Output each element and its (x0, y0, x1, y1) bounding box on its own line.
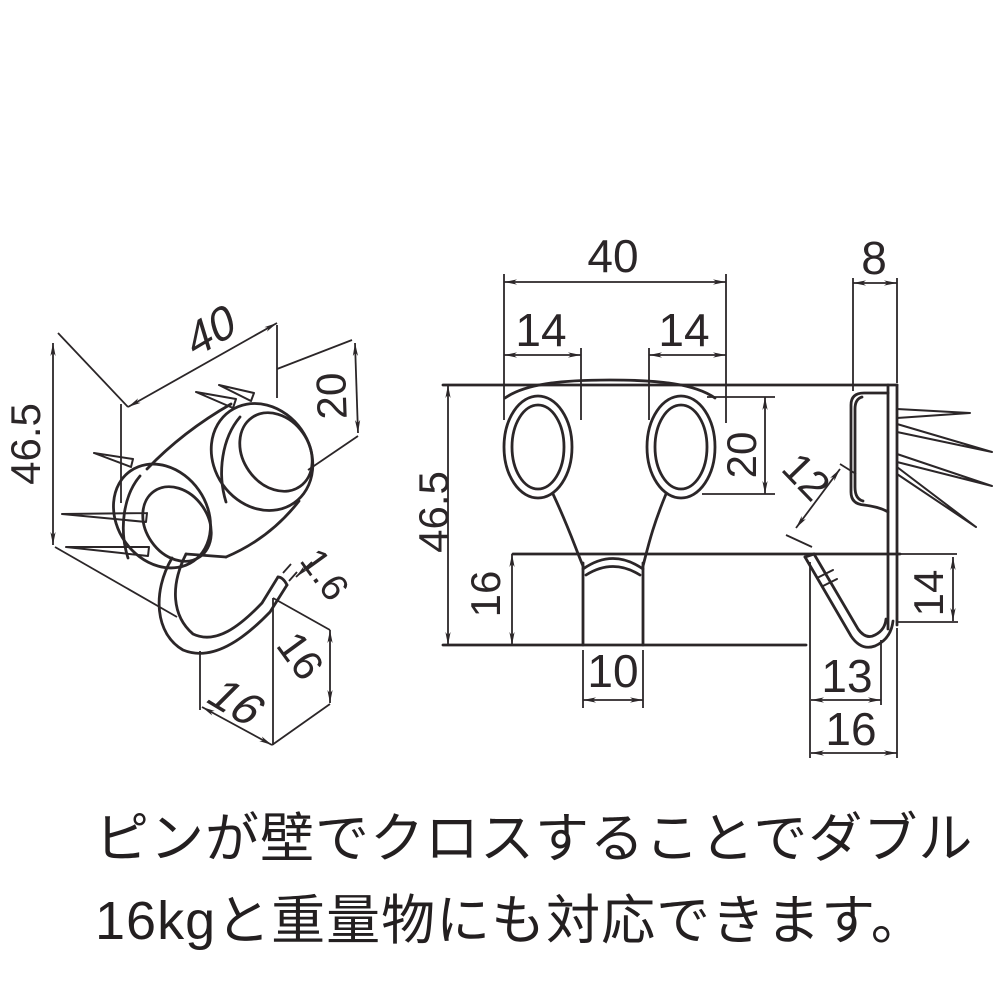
side-knob-inner (853, 395, 865, 503)
dim-side-hook-width: 16 (825, 703, 877, 755)
front-boss-left-inner (510, 403, 566, 491)
break-mark-icon (822, 578, 838, 587)
side-knob-outline (849, 391, 890, 514)
iso-pins (61, 384, 255, 557)
iso-body-top-edge (145, 402, 233, 471)
iso-boss-lower-face (141, 485, 213, 563)
dimension-lines (50, 274, 958, 758)
pin-icon (896, 408, 971, 419)
front-view (441, 378, 902, 647)
caption-line-2: 16kgと重量物にも対応できます。 (95, 891, 926, 951)
dim-front-hook-width: 10 (587, 645, 639, 697)
break-mark-icon (818, 569, 834, 578)
iso-hook-inner (174, 552, 280, 639)
front-hook-arch-outer (581, 557, 645, 571)
side-view (803, 383, 993, 649)
iso-hook-outer (157, 556, 289, 655)
pin-icon (896, 466, 977, 528)
dim-front-pitch-right: 14 (658, 304, 710, 356)
isometric-view (61, 384, 315, 655)
dim-front-width: 40 (587, 230, 639, 282)
iso-hook-join (184, 552, 228, 559)
dim-front-boss-height: 20 (718, 431, 765, 479)
pin-icon (896, 423, 993, 453)
dim-front-pitch-left: 14 (515, 304, 567, 356)
pin-icon (195, 391, 237, 409)
dim-side-depth: 8 (861, 232, 887, 284)
side-pins (896, 408, 993, 528)
pin-icon (93, 452, 134, 468)
front-boss-left-outer (502, 394, 574, 500)
side-hook-cap (803, 552, 816, 559)
front-body-right-curve (641, 492, 668, 568)
iso-boss-lower-outer (112, 462, 212, 570)
iso-boss-upper-rim (220, 415, 242, 504)
side-hook-inner (812, 552, 888, 638)
caption-line-1: ピンが壁でクロスすることでダブル (95, 809, 974, 869)
dim-front-hook-height: 16 (462, 570, 509, 618)
pin-icon (61, 512, 148, 523)
front-boss-right-outer (645, 394, 717, 500)
side-hook-outer (803, 555, 895, 649)
front-body-arch (503, 378, 717, 400)
front-hook-arch-inner (584, 565, 642, 577)
dim-front-height: 46.5 (410, 471, 457, 553)
pin-icon (65, 546, 150, 557)
iso-boss-lower-rim (122, 474, 142, 560)
dim-side-hook-height: 14 (905, 569, 952, 617)
front-body-left-curve (551, 492, 585, 568)
dim-iso-height: 46.5 (2, 403, 49, 485)
pin-icon (896, 453, 993, 487)
dim-iso-boss-depth: 20 (307, 371, 356, 421)
iso-body-right-edge (224, 499, 301, 559)
dim-side-hook-inner-width: 13 (821, 650, 873, 702)
caption: ピンが壁でクロスすることでダブル 16kgと重量物にも対応できます。 (95, 798, 974, 962)
front-boss-right-inner (653, 403, 709, 491)
iso-boss-upper-face (238, 411, 314, 493)
iso-hook-tip (276, 575, 289, 587)
pin-icon (218, 384, 255, 402)
